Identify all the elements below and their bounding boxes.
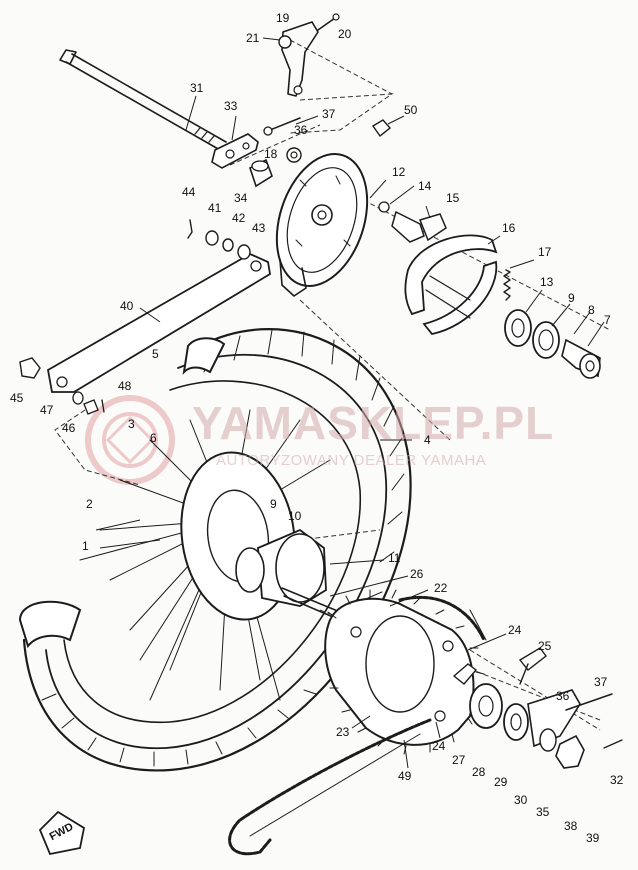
callout-35: 35 bbox=[536, 805, 550, 819]
sprocket-side-hardware bbox=[452, 647, 623, 769]
rear-hub bbox=[180, 451, 341, 621]
callout-12: 12 bbox=[392, 165, 406, 179]
callout-8: 8 bbox=[588, 303, 595, 317]
callout-26: 26 bbox=[410, 567, 424, 581]
callout-23: 23 bbox=[336, 725, 350, 739]
callout-14: 14 bbox=[418, 179, 432, 193]
tension-bar bbox=[47, 252, 271, 393]
callout-38: 38 bbox=[564, 819, 578, 833]
callout-30: 30 bbox=[514, 793, 528, 807]
callout-42: 42 bbox=[232, 211, 246, 225]
callout-20: 20 bbox=[338, 27, 352, 41]
callout-43: 43 bbox=[252, 221, 266, 235]
callout-49: 49 bbox=[398, 769, 412, 783]
callout-24-upper: 24 bbox=[508, 623, 522, 637]
callout-37-lower: 37 bbox=[594, 675, 608, 689]
callout-28: 28 bbox=[472, 765, 486, 779]
callout-19: 19 bbox=[276, 11, 290, 25]
callout-47: 47 bbox=[40, 403, 54, 417]
callout-18: 18 bbox=[264, 147, 278, 161]
callout-1: 1 bbox=[82, 539, 89, 553]
brake-cam-lever bbox=[278, 13, 340, 97]
callout-44: 44 bbox=[182, 185, 196, 199]
brake-shoe-plate bbox=[275, 153, 369, 297]
watermark-logo bbox=[85, 395, 175, 485]
callout-24-lower: 24 bbox=[432, 739, 446, 753]
fasteners-upper bbox=[263, 117, 392, 163]
brake-shoes bbox=[404, 234, 511, 335]
callout-5: 5 bbox=[152, 347, 159, 361]
callout-41: 41 bbox=[208, 201, 222, 215]
callout-36-lower: 36 bbox=[556, 689, 570, 703]
drive-chain bbox=[228, 595, 487, 856]
callout-39: 39 bbox=[586, 831, 600, 845]
callout-2: 2 bbox=[86, 497, 93, 511]
callout-13: 13 bbox=[540, 275, 554, 289]
brake-camshaft bbox=[378, 201, 447, 243]
chain-adjuster bbox=[211, 133, 273, 188]
callout-36: 36 bbox=[294, 123, 308, 137]
callout-34: 34 bbox=[234, 191, 248, 205]
callout-25: 25 bbox=[538, 639, 552, 653]
forward-arrow-icon bbox=[38, 810, 86, 856]
callout-9-upper: 9 bbox=[568, 291, 575, 305]
callout-9-hub: 9 bbox=[270, 497, 277, 511]
callout-22: 22 bbox=[434, 581, 448, 595]
callout-17: 17 bbox=[538, 245, 552, 259]
watermark-brand: YAMASKLEP.PL bbox=[192, 397, 555, 449]
callout-4: 4 bbox=[424, 433, 431, 447]
callout-27: 27 bbox=[452, 753, 466, 767]
callout-10: 10 bbox=[288, 509, 302, 523]
callout-7: 7 bbox=[604, 313, 611, 327]
watermark-tagline: AUTORYZOWANY DEALER YAMAHA bbox=[216, 452, 487, 469]
hub-bearing-set-right bbox=[504, 309, 601, 379]
callout-31: 31 bbox=[190, 81, 204, 95]
callout-21: 21 bbox=[246, 31, 260, 45]
rear-sprocket bbox=[324, 589, 485, 755]
callout-40: 40 bbox=[120, 299, 134, 313]
callout-3: 3 bbox=[128, 417, 135, 431]
callout-50: 50 bbox=[404, 103, 418, 117]
callout-11: 11 bbox=[388, 551, 401, 565]
callout-45: 45 bbox=[10, 391, 24, 405]
callout-48: 48 bbox=[118, 379, 132, 393]
callout-37: 37 bbox=[322, 107, 336, 121]
callout-29: 29 bbox=[494, 775, 508, 789]
callout-6: 6 bbox=[150, 431, 157, 445]
fasteners-left bbox=[19, 219, 251, 415]
callout-16: 16 bbox=[502, 221, 516, 235]
callout-leader-lines bbox=[95, 37, 605, 769]
callout-15: 15 bbox=[446, 191, 460, 205]
callout-32: 32 bbox=[610, 773, 624, 787]
callout-46: 46 bbox=[62, 421, 76, 435]
callout-33: 33 bbox=[224, 99, 238, 113]
rear-axle bbox=[59, 49, 227, 151]
